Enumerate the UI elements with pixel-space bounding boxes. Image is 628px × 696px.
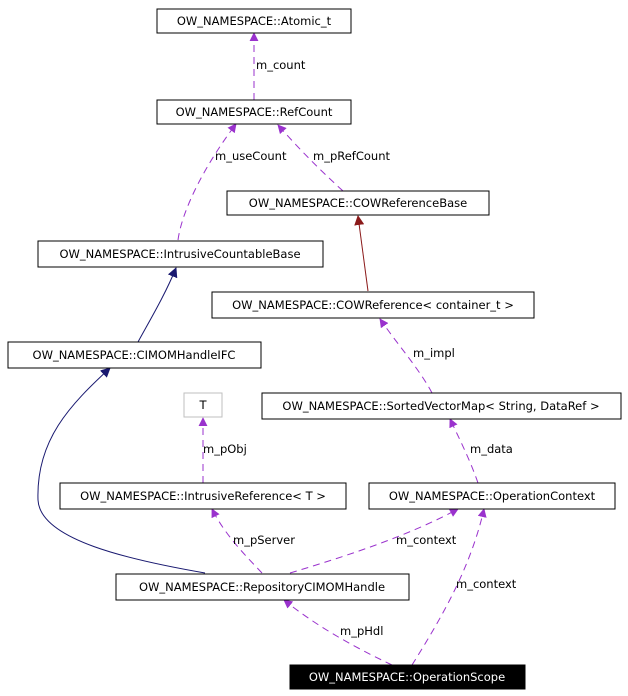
- node-operationcontext[interactable]: OW_NAMESPACE::OperationContext: [368, 482, 616, 510]
- edge-label-m-count: m_count: [256, 58, 306, 72]
- edge-label-m-data: m_data: [470, 442, 513, 456]
- node-cimomhandleifc[interactable]: OW_NAMESPACE::CIMOMHandleIFC: [7, 341, 262, 369]
- node-repositorycimomhandle[interactable]: OW_NAMESPACE::RepositoryCIMOMHandle: [115, 573, 410, 601]
- edge-label-m-usecount: m_useCount: [215, 149, 287, 163]
- edge-label-m-phdl: m_pHdl: [340, 624, 383, 638]
- edge-label-m-impl: m_impl: [413, 346, 455, 360]
- node-intrusivecountablebase[interactable]: OW_NAMESPACE::IntrusiveCountableBase: [37, 240, 324, 268]
- edge-label-m-prefcount: m_pRefCount: [313, 149, 390, 163]
- node-label: OW_NAMESPACE::RepositoryCIMOMHandle: [139, 580, 385, 594]
- node-atomic-t[interactable]: OW_NAMESPACE::Atomic_t: [156, 8, 352, 34]
- node-cowreferencebase[interactable]: OW_NAMESPACE::COWReferenceBase: [226, 190, 490, 216]
- edge-m-pserver: [211, 508, 263, 574]
- node-refcount[interactable]: OW_NAMESPACE::RefCount: [156, 99, 352, 125]
- node-template-t[interactable]: T: [183, 392, 223, 418]
- edge-label-m-pobj: m_pObj: [203, 442, 247, 456]
- edge-m-context-1: [289, 508, 459, 574]
- edge-m-usecount: [177, 123, 237, 241]
- node-cowreference[interactable]: OW_NAMESPACE::COWReference< container_t …: [211, 291, 535, 319]
- node-label: OW_NAMESPACE::COWReference< container_t …: [232, 298, 514, 312]
- edge-label-m-context-1: m_context: [396, 533, 457, 547]
- node-label: OW_NAMESPACE::SortedVectorMap< String, D…: [282, 399, 599, 413]
- node-intrusivereference[interactable]: OW_NAMESPACE::IntrusiveReference< T >: [59, 482, 347, 510]
- edge-cowref-base: [354, 215, 369, 292]
- node-label: OW_NAMESPACE::IntrusiveReference< T >: [80, 489, 326, 503]
- node-label: OW_NAMESPACE::OperationContext: [389, 489, 596, 503]
- edge-cimomifc-intrusive: [137, 267, 178, 343]
- node-sortedvectormap[interactable]: OW_NAMESPACE::SortedVectorMap< String, D…: [261, 392, 622, 420]
- node-label: OW_NAMESPACE::Atomic_t: [177, 14, 332, 28]
- node-operationscope[interactable]: OW_NAMESPACE::OperationScope: [289, 664, 526, 690]
- edge-m-data: [449, 418, 479, 484]
- node-label: OW_NAMESPACE::COWReferenceBase: [249, 196, 467, 210]
- edge-repo-cimomifc: [37, 367, 206, 574]
- node-label: T: [198, 398, 207, 412]
- edge-label-m-pserver: m_pServer: [233, 533, 295, 547]
- node-label: OW_NAMESPACE::IntrusiveCountableBase: [59, 247, 300, 261]
- edge-m-context-2: [411, 508, 487, 666]
- node-label: OW_NAMESPACE::CIMOMHandleIFC: [33, 348, 236, 362]
- node-label: OW_NAMESPACE::RefCount: [176, 105, 333, 119]
- edge-m-phdl: [283, 599, 393, 666]
- edge-label-m-context-2: m_context: [456, 577, 517, 591]
- node-label: OW_NAMESPACE::OperationScope: [309, 670, 505, 684]
